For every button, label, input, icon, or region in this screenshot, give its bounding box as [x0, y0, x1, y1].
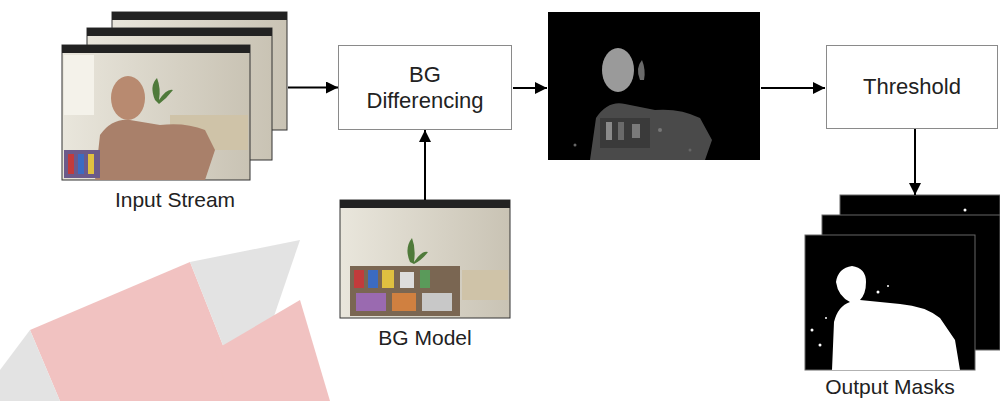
image-ground: [548, 12, 760, 160]
video-frame: [62, 45, 250, 180]
book: [382, 270, 394, 288]
diff-noise: [632, 124, 640, 138]
person-body: [95, 120, 215, 180]
watermark-shape: [215, 300, 330, 401]
mask-noise: [887, 285, 889, 287]
flow-arrow: [761, 87, 825, 89]
flow-arrow: [288, 87, 338, 89]
frame-bar: [112, 12, 287, 20]
book: [88, 154, 94, 174]
plant: [152, 78, 173, 104]
frame-bar: [87, 28, 272, 36]
diff-noise: [606, 122, 612, 140]
diff-head: [602, 48, 634, 92]
book: [78, 154, 84, 174]
bg-model: BG Model: [340, 200, 510, 350]
frame-bar: [62, 45, 250, 53]
mask-noise: [825, 317, 827, 319]
mask-noise: [819, 344, 822, 347]
mask-noise: [811, 329, 814, 332]
video-frame: [340, 200, 510, 318]
output-masks: Output Masks: [805, 195, 1000, 399]
book: [422, 293, 452, 311]
frame-bar: [340, 200, 510, 208]
plant: [407, 238, 428, 264]
sofa: [462, 270, 508, 300]
person-head: [111, 76, 145, 120]
diff-body: [590, 103, 712, 160]
book: [368, 270, 378, 288]
input-stream: Input Stream: [62, 12, 288, 212]
diff-noise: [689, 149, 692, 152]
book: [400, 272, 414, 288]
mask-noise: [877, 291, 880, 294]
box-label: Threshold: [863, 74, 961, 100]
mask-frame: [805, 235, 975, 370]
difference-image: [548, 12, 760, 160]
image-caption: Output Masks: [805, 375, 975, 399]
flow-arrow: [914, 129, 916, 195]
image-caption: BG Model: [340, 326, 510, 350]
output-masks: [805, 195, 1000, 370]
shelf: [350, 266, 460, 316]
book: [354, 270, 364, 288]
book: [68, 154, 74, 174]
book: [420, 270, 430, 288]
diff-noise: [618, 122, 624, 140]
box-label: BG Differencing: [360, 62, 490, 114]
process-box: Threshold: [826, 45, 998, 129]
diff-plant: [638, 60, 645, 80]
diff-noise: [574, 144, 577, 147]
mask-blob: [832, 266, 960, 370]
window: [64, 55, 94, 115]
flow-arrow: [424, 130, 426, 200]
book: [392, 293, 416, 311]
bg-model-frame: [340, 200, 510, 318]
shelf: [64, 150, 100, 178]
process-box: BG Differencing: [338, 45, 512, 130]
book: [356, 293, 386, 311]
watermark: [0, 240, 330, 401]
watermark-shape: [0, 330, 60, 401]
mask-noise: [964, 209, 967, 212]
input-frames: [62, 12, 287, 180]
diff-noise: [658, 128, 662, 132]
flow-arrow: [513, 87, 547, 89]
diff-shelf: [600, 118, 650, 148]
image-caption: Input Stream: [62, 188, 288, 212]
